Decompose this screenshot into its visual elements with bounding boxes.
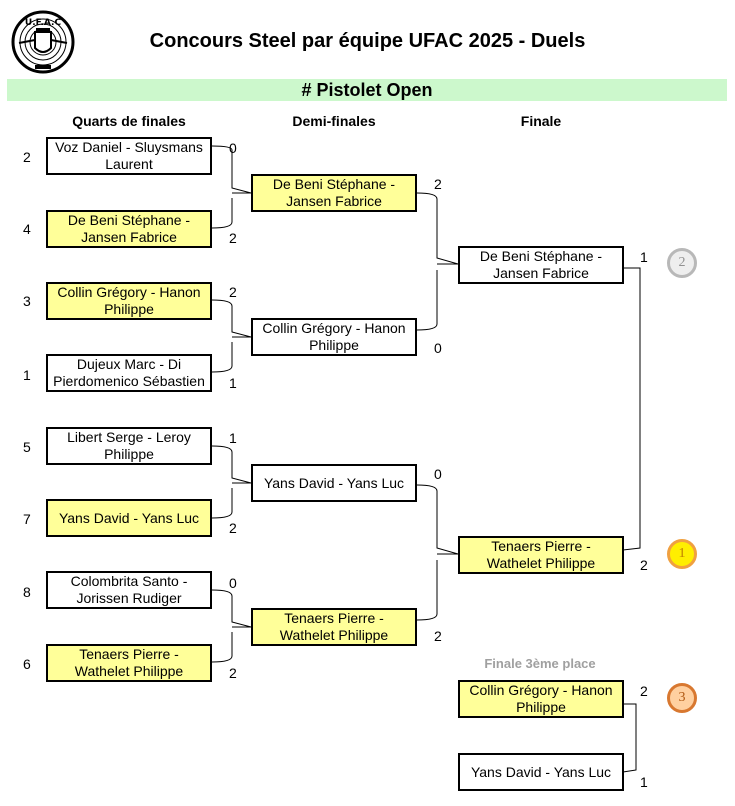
match-slot-third-b[interactable]: Yans David - Yans Luc — [458, 753, 624, 791]
match-slot-qf2-b[interactable]: Dujeux Marc - Di Pierdomenico Sébastien — [46, 354, 212, 392]
score: 2 — [229, 665, 237, 681]
match-slot-qf1-b[interactable]: De Beni Stéphane - Jansen Fabrice — [46, 210, 212, 248]
match-slot-qf1-a[interactable]: Voz Daniel - Sluysmans Laurent — [46, 137, 212, 175]
svg-text:U.F.A.C: U.F.A.C — [25, 18, 62, 28]
category-header: # Pistolet Open — [7, 79, 727, 101]
match-slot-third-a[interactable]: Collin Grégory - Hanon Philippe — [458, 680, 624, 718]
score: 1 — [229, 430, 237, 446]
seed-number: 6 — [23, 656, 31, 672]
score: 2 — [229, 230, 237, 246]
silver-medal-icon: 2 — [667, 248, 697, 278]
match-slot-qf4-b[interactable]: Tenaers Pierre - Wathelet Philippe — [46, 644, 212, 682]
connector-final — [622, 267, 641, 551]
seed-number: 7 — [23, 511, 31, 527]
connector-qf2 — [211, 299, 252, 373]
score: 2 — [640, 683, 648, 699]
score: 1 — [640, 774, 648, 790]
match-slot-qf3-b[interactable]: Yans David - Yans Luc — [46, 499, 212, 537]
match-slot-final-b[interactable]: Tenaers Pierre - Wathelet Philippe — [458, 536, 624, 574]
score: 0 — [434, 340, 442, 356]
seed-number: 8 — [23, 584, 31, 600]
score: 0 — [434, 466, 442, 482]
score: 0 — [229, 140, 237, 156]
score: 0 — [229, 575, 237, 591]
connector-qf1 — [211, 145, 252, 229]
score: 1 — [229, 375, 237, 391]
score: 2 — [640, 557, 648, 573]
match-slot-final-a[interactable]: De Beni Stéphane - Jansen Fabrice — [458, 246, 624, 284]
column-header-final: Finale — [520, 113, 562, 129]
connector-qf4 — [211, 589, 252, 663]
column-header-quarterfinals: Quarts de finales — [72, 113, 186, 129]
connector-qf3 — [211, 445, 252, 519]
page-title: Concours Steel par équipe UFAC 2025 - Du… — [149, 30, 586, 52]
club-crest-logo: U.F.A.C — [11, 10, 75, 74]
score: 2 — [229, 520, 237, 536]
score: 2 — [434, 176, 442, 192]
third-place-header: Finale 3ème place — [484, 656, 596, 671]
score: 2 — [229, 284, 237, 300]
connector-third-place — [622, 703, 637, 773]
match-slot-qf3-a[interactable]: Libert Serge - Leroy Philippe — [46, 427, 212, 465]
seed-number: 3 — [23, 293, 31, 309]
bronze-medal-icon: 3 — [667, 683, 697, 713]
score: 2 — [434, 628, 442, 644]
match-slot-qf2-a[interactable]: Collin Grégory - Hanon Philippe — [46, 282, 212, 320]
connector-sf1 — [416, 192, 459, 331]
connector-sf2 — [416, 484, 459, 621]
score: 1 — [640, 249, 648, 265]
match-slot-sf1-a[interactable]: De Beni Stéphane - Jansen Fabrice — [251, 174, 417, 212]
match-slot-sf1-b[interactable]: Collin Grégory - Hanon Philippe — [251, 318, 417, 356]
seed-number: 2 — [23, 149, 31, 165]
column-header-semifinals: Demi-finales — [292, 113, 376, 129]
seed-number: 1 — [23, 367, 31, 383]
seed-number: 5 — [23, 439, 31, 455]
match-slot-sf2-b[interactable]: Tenaers Pierre - Wathelet Philippe — [251, 608, 417, 646]
match-slot-qf4-a[interactable]: Colombrita Santo - Jorissen Rudiger — [46, 571, 212, 609]
gold-medal-icon: 1 — [667, 539, 697, 569]
seed-number: 4 — [23, 221, 31, 237]
match-slot-sf2-a[interactable]: Yans David - Yans Luc — [251, 464, 417, 502]
